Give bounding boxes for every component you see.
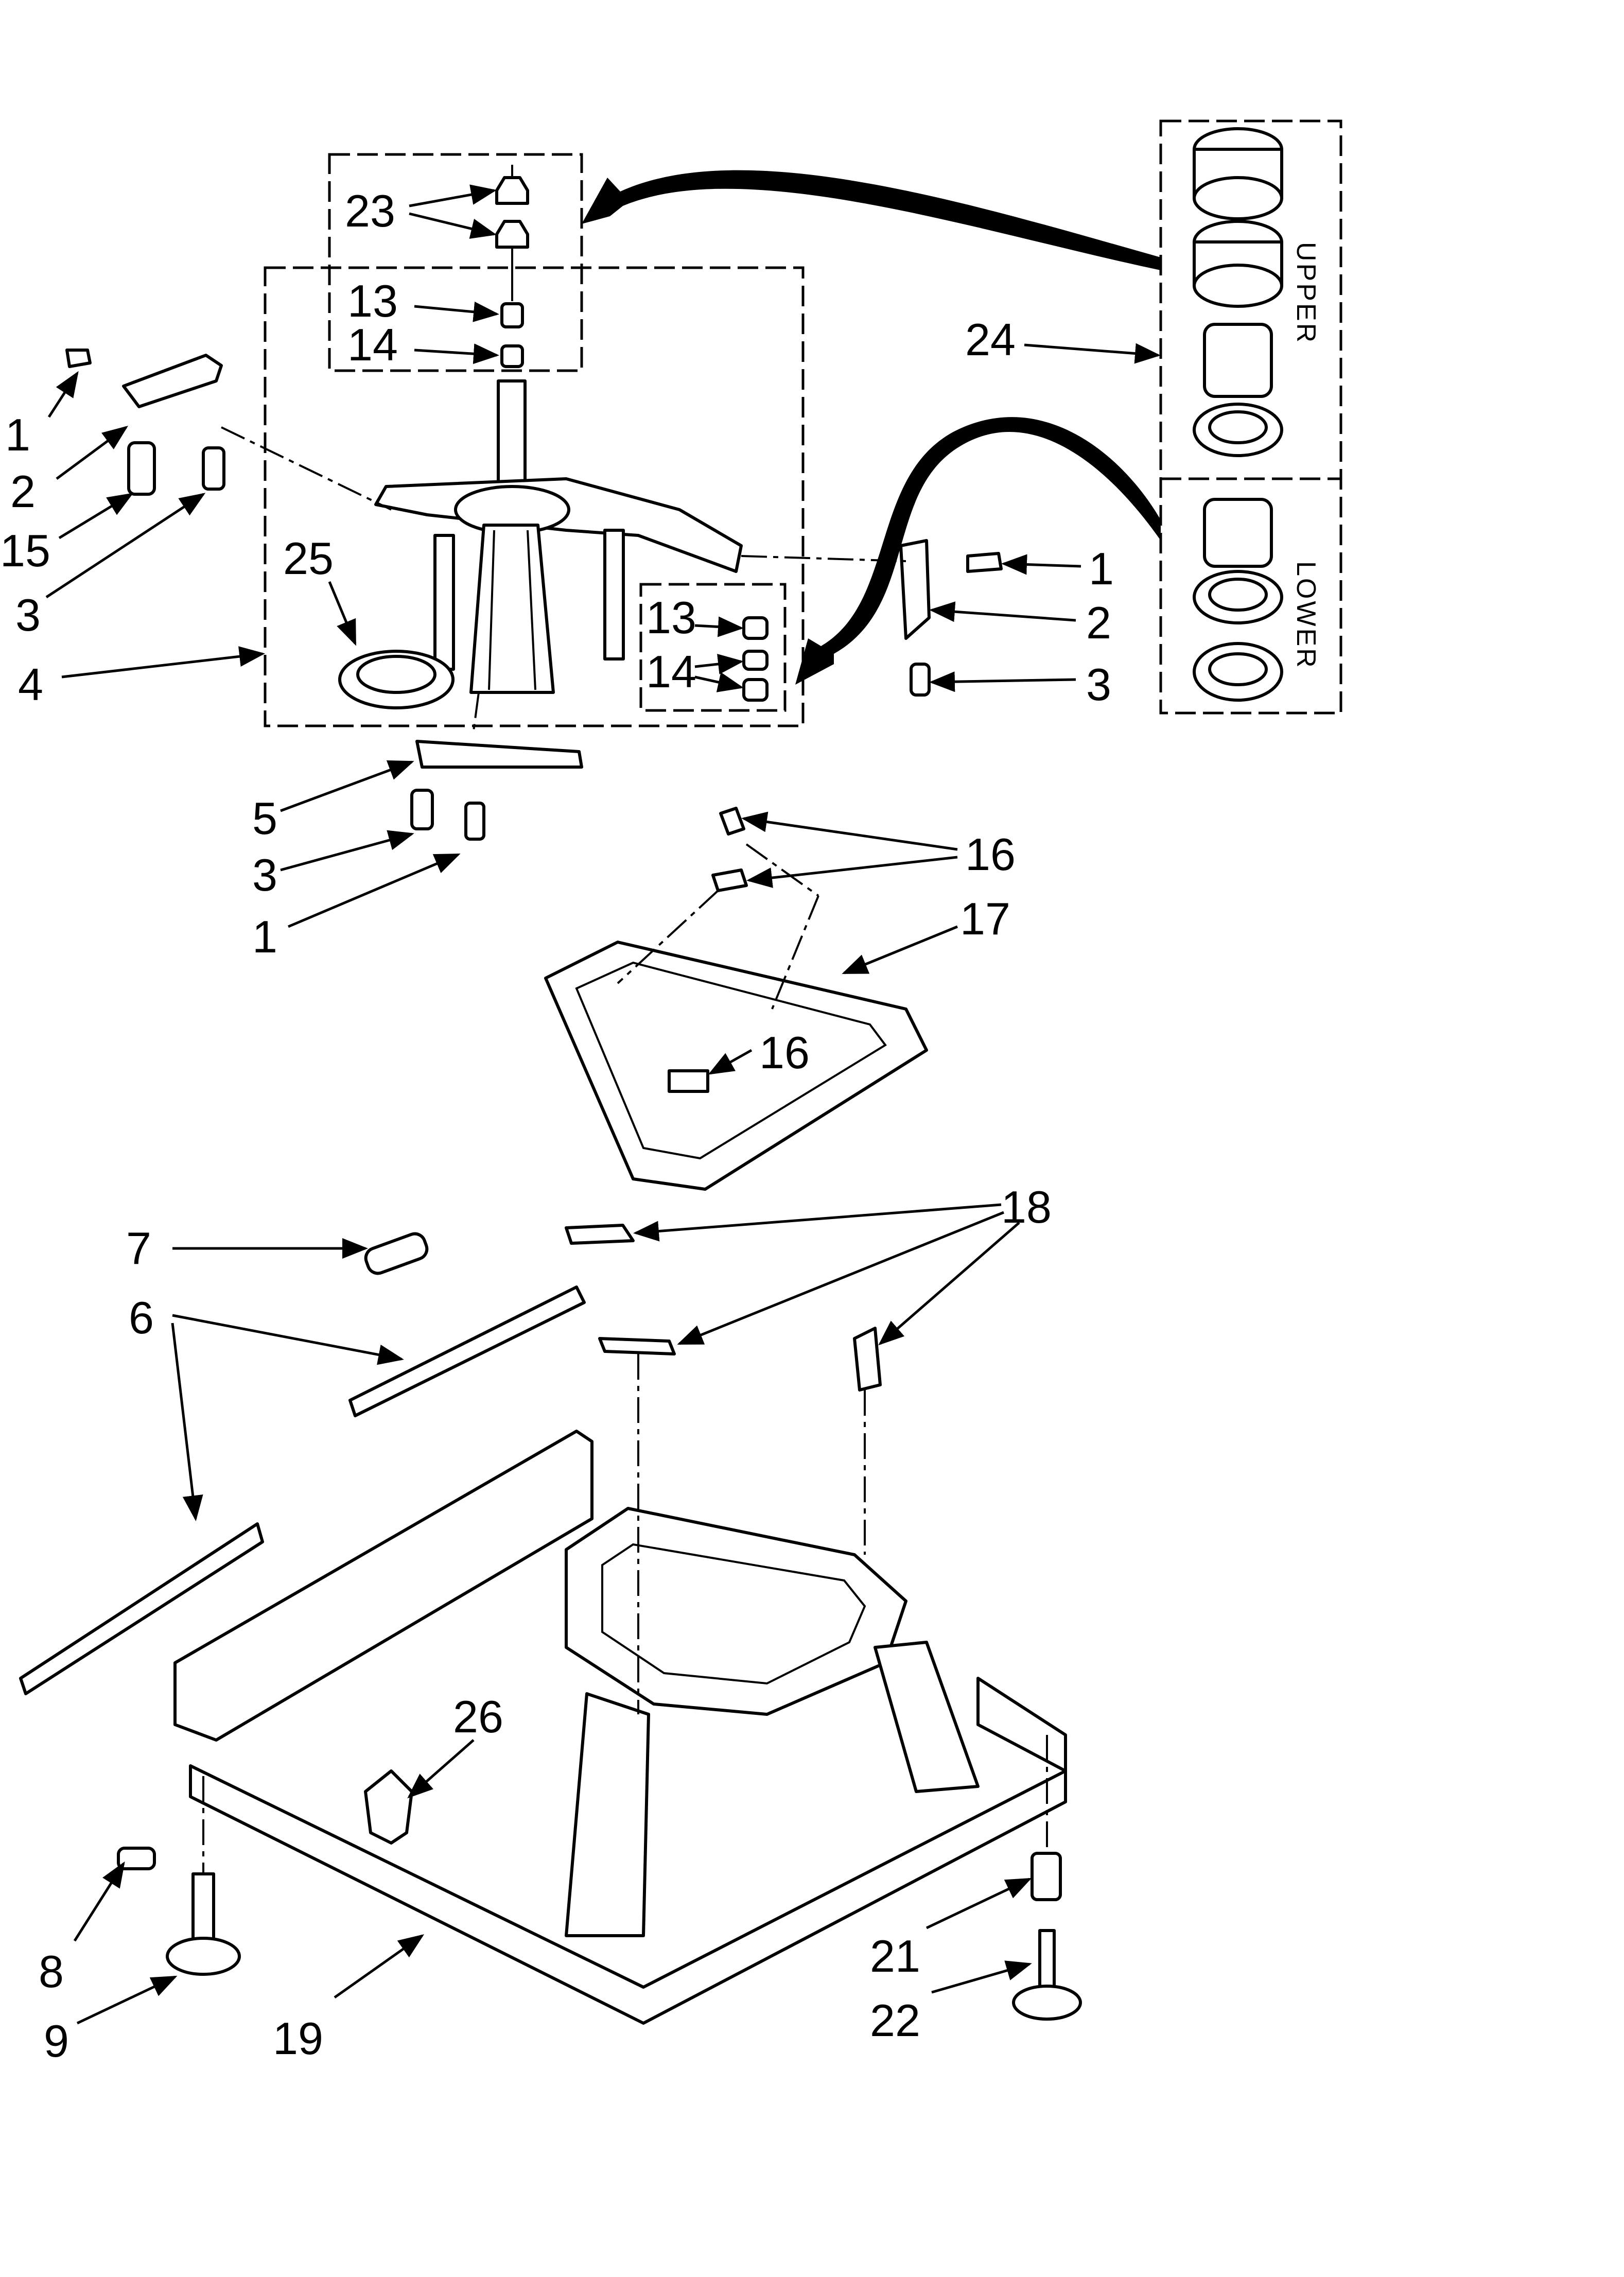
label-13-upper: 13 xyxy=(347,275,398,326)
label-13-lower: 13 xyxy=(646,592,696,643)
kit-arrows xyxy=(582,170,1161,685)
label-2-left: 2 xyxy=(10,466,36,517)
label-6: 6 xyxy=(129,1292,154,1343)
upper-label: UPPER xyxy=(1291,242,1321,344)
grouping-boxes xyxy=(264,119,1342,727)
part-labels: 1 2 15 3 4 23 13 14 25 13 14 24 1 2 3 5 … xyxy=(0,185,1114,2066)
label-14-upper: 14 xyxy=(347,319,398,370)
label-22: 22 xyxy=(870,1995,920,2046)
label-2-right: 2 xyxy=(1086,597,1111,648)
label-14-lower: 14 xyxy=(646,646,696,697)
bearing-kit: UPPER LOWER xyxy=(1193,127,1321,702)
label-7: 7 xyxy=(126,1223,151,1274)
label-15: 15 xyxy=(0,525,50,576)
label-16-frame: 16 xyxy=(759,1027,810,1078)
label-24: 24 xyxy=(965,314,1016,365)
base-frame xyxy=(19,1224,1082,2025)
label-26: 26 xyxy=(453,1691,503,1742)
label-19: 19 xyxy=(273,2013,323,2064)
leader-lines xyxy=(45,184,1161,2025)
label-9: 9 xyxy=(44,2015,69,2066)
lower-label: LOWER xyxy=(1291,561,1321,670)
label-4: 4 xyxy=(18,659,43,710)
label-8: 8 xyxy=(39,1946,64,1997)
label-1-top-left: 1 xyxy=(5,409,30,460)
label-16-top: 16 xyxy=(965,829,1016,880)
label-1-right: 1 xyxy=(1089,543,1114,594)
drive-assembly xyxy=(65,165,1003,841)
label-3-left: 3 xyxy=(15,589,41,640)
label-17: 17 xyxy=(960,893,1010,944)
label-18: 18 xyxy=(1001,1181,1052,1232)
label-23: 23 xyxy=(345,185,395,236)
label-21: 21 xyxy=(870,1931,920,1981)
label-5: 5 xyxy=(252,793,277,844)
label-3-bracket: 3 xyxy=(252,849,277,900)
label-25: 25 xyxy=(283,533,334,584)
suspension-frame xyxy=(544,807,928,1191)
label-1-bracket: 1 xyxy=(252,911,277,962)
label-3-right: 3 xyxy=(1086,659,1111,710)
